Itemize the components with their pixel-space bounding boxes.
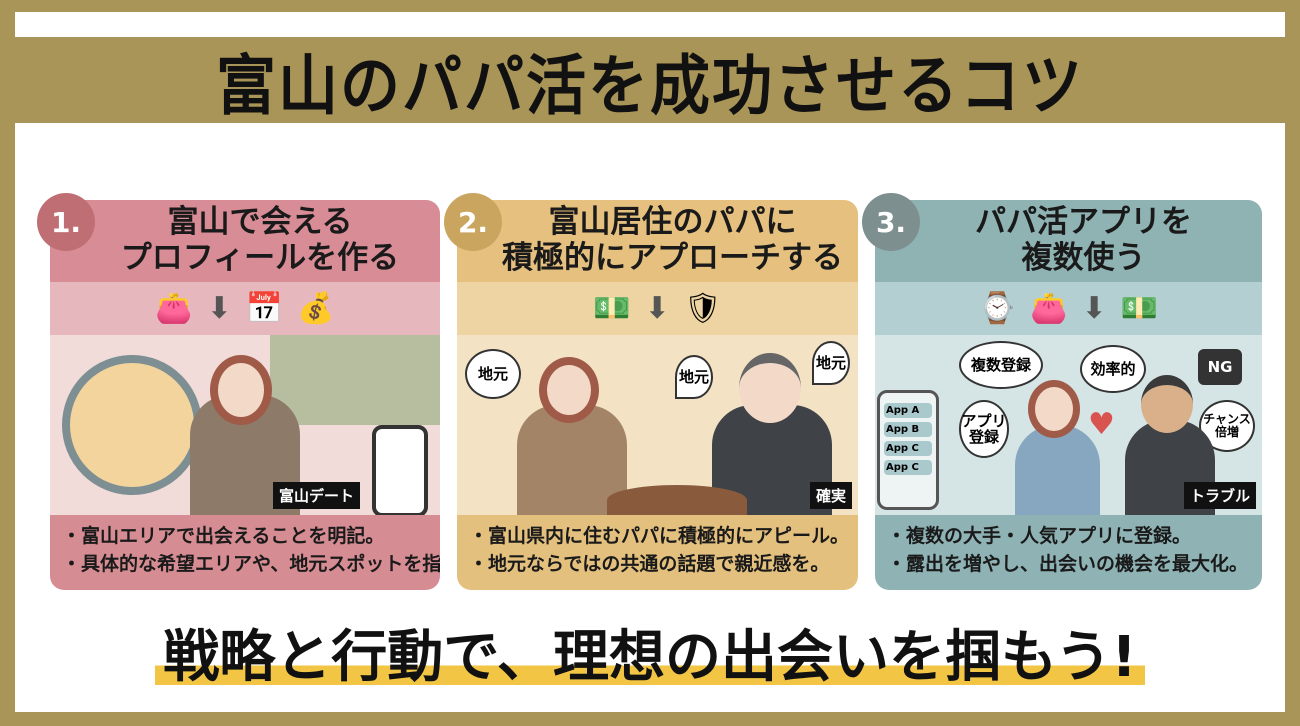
app-item: App B [884,422,932,437]
bullet-item: ・具体的な希望エリアや、地元スポットを指定。 [62,552,440,575]
scene-tag: トラブル [1183,482,1256,509]
clock-icon [62,355,202,495]
speech-bubble: 複数登録 [959,341,1043,389]
location-pin: 地元 [675,355,713,399]
card-bullets: ・富山県内に住むパパに積極的にアピール。 ・地元ならではの共通の話題で親近感を。 [457,515,858,590]
card-title-line: 複数使う [1021,240,1146,276]
woman-face [1028,380,1080,438]
illustration: 富山デート [50,335,440,515]
card-bullets: ・富山エリアで出会えることを明記。 ・具体的な希望エリアや、地元スポットを指定。 [50,515,440,590]
tip-card-1: 富山で会えるプロフィールを作る 👛 ⬇ 📅 💰 富山デート ・富山エリアで出会えること… [50,200,440,590]
speech-bubble: アプリ登録 [959,400,1009,458]
heart-icon: ♥ [1088,407,1115,442]
arrow-down-icon: ⬇ [1081,291,1107,326]
app-item: App C [884,441,932,456]
money-bag-icon: 💰 [297,291,335,326]
bullet-item: ・地元ならではの共通の話題で親近感を。 [469,552,830,575]
icon-strip: ⌚ 👛 ⬇ 💵 [875,282,1262,335]
card-title: パパ活アプリを複数使う [875,200,1262,282]
bullet-item: ・露出を増やし、出会いの機会を最大化。 [887,552,1249,575]
slogan-text: 戦略と行動で、理想の出会いを掴もう! [155,625,1145,690]
arrow-down-icon: ⬇ [206,291,232,326]
cash-stack-icon: 💵 [593,291,631,326]
card-title-line: 富山で会える [167,204,353,241]
arrow-down-icon: ⬇ [644,291,670,326]
woman-face [210,355,272,425]
phone-app-list: App A App B App C App C [877,390,939,510]
speech-bubble: 効率的 [1080,345,1146,393]
woman-face [539,357,599,423]
tip-card-3: パパ活アプリを複数使う ⌚ 👛 ⬇ 💵 App A App B App C App C… [875,200,1262,590]
calendar-icon: 📅 [245,291,284,326]
icon-strip: 💵 ⬇ 🛡 [457,282,858,335]
man-face [739,353,801,423]
step-badge: 1. [37,193,95,251]
bullet-item: ・富山県内に住むパパに積極的にアピール。 [469,525,850,547]
location-pin: 地元 [812,341,850,385]
page-title: 富山のパパ活を成功させるコツ [216,48,1084,124]
card-title-line: パパ活アプリを [975,204,1192,241]
purse-icon: 👛 [155,291,193,326]
step-badge: 3. [862,193,920,251]
card-title-line: 富山居住のパパに [548,204,797,241]
card-title: 富山で会えるプロフィールを作る [50,200,440,282]
phone-illustration [372,425,428,515]
app-item: App C [884,460,932,475]
icon-strip: 👛 ⬇ 📅 💰 [50,282,440,335]
ng-burst: NG [1198,349,1242,385]
scene-tag: 富山デート [272,482,360,509]
title-band: 富山のパパ活を成功させるコツ [0,37,1300,124]
illustration: App A App B App C App C 複数登録 効率的 NG アプリ登… [875,335,1262,515]
watch-icon: ⌚ [978,291,1017,326]
man-face [1141,375,1193,433]
shield-check-icon: 🛡 [683,291,722,326]
tip-card-2: 富山居住のパパに積極的にアプローチする 💵 ⬇ 🛡 地元 地元 地元 確実 ・富山県… [457,200,858,590]
woman-illustration [1015,425,1100,515]
scene-tag: 確実 [809,482,852,509]
cash-stack-icon: 💵 [1120,291,1159,326]
bullet-item: ・複数の大手・人気アプリに登録。 [887,525,1192,547]
footer-slogan: 戦略と行動で、理想の出会いを掴もう! [0,612,1300,693]
card-bullets: ・複数の大手・人気アプリに登録。 ・露出を増やし、出会いの機会を最大化。 [875,515,1262,590]
app-item: App A [884,403,932,418]
illustration: 地元 地元 地元 確実 [457,335,858,515]
speech-bubble: 地元 [465,349,521,399]
card-title: 富山居住のパパに積極的にアプローチする [457,200,858,282]
card-title-line: 積極的にアプローチする [502,240,843,276]
step-badge: 2. [444,193,502,251]
bullet-item: ・富山エリアで出会えることを明記。 [62,525,385,547]
table-illustration [607,485,747,515]
card-title-line: プロフィールを作る [120,240,400,276]
map-illustration [270,335,440,425]
purse-icon: 👛 [1030,291,1068,326]
